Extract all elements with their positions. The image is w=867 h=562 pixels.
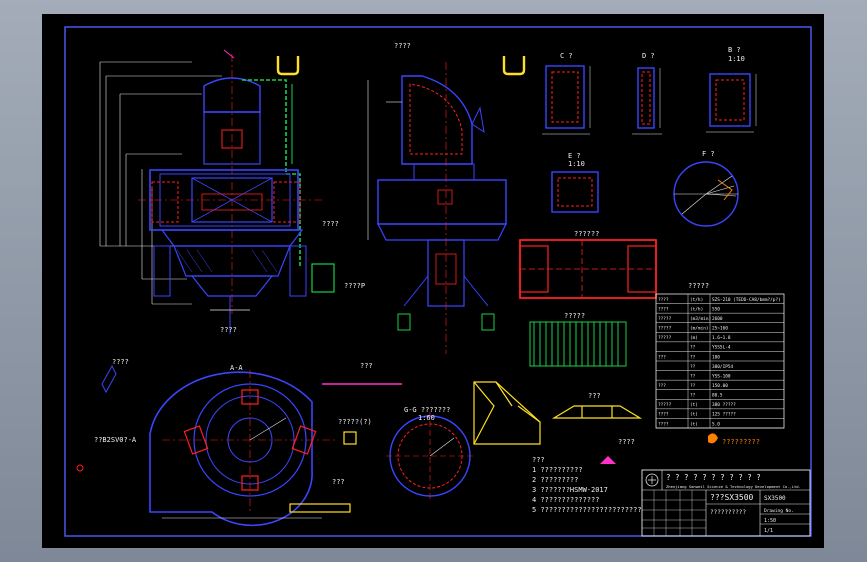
inner-border (64, 26, 812, 537)
spec-cell: (m3/min) (690, 316, 711, 322)
spec-cell: 150.00 (712, 383, 728, 389)
drawing-sheet[interactable]: ???? C ? D ? B ? 1:10 E ? 1:10 F ? ?????… (42, 14, 824, 548)
note-2: 2 ????????? (532, 476, 578, 484)
left-code: ??B2SV0?-A (94, 436, 137, 444)
company-logo-icon (645, 473, 659, 487)
plan-view-aa (149, 370, 338, 527)
note-1: 1 ?????????? (532, 466, 583, 474)
company-name: ? ? ? ? ? ? ? ? ? ? ? (666, 473, 761, 482)
spec-cell: ??? (658, 354, 666, 360)
section-gg-circle (386, 412, 474, 500)
drawing-sheet-number: 1/1 (764, 528, 773, 534)
spec-cell: ????? (658, 335, 672, 341)
section-b-label: B ? (728, 46, 741, 54)
section-gg-label: G-G ??????? (404, 406, 450, 414)
red-duct-detail (519, 239, 657, 299)
spec-cell: 380/IP54 (712, 364, 734, 370)
right-small-label: ???? (618, 438, 635, 446)
drawing-number: Drawing No. (764, 508, 794, 514)
spec-cell: (m/min) (690, 326, 709, 332)
scale-e-label: 1:10 (568, 160, 585, 168)
spec-cell: (t) (690, 402, 698, 408)
company-name-en: Zhenjiang Sanweil Science & Technology D… (666, 484, 801, 489)
spec-cell: ???? (658, 412, 669, 418)
notes-title: ??? (532, 456, 545, 464)
spec-cell: (t/h) (690, 306, 703, 312)
leg-label-3: ???? (220, 326, 237, 334)
yellow-elbow-detail (473, 381, 643, 445)
spec-cell: (t) (690, 421, 698, 427)
spec-cell: 25~160 (712, 326, 728, 332)
spec-cell: ??? (658, 383, 666, 389)
scale-gg-label: 1:60 (418, 414, 435, 422)
spec-cell: ?? (690, 373, 696, 379)
fan-label: ??? (360, 362, 373, 370)
leg-label-2: ???? (322, 220, 339, 228)
spec-cell: ?? (690, 354, 696, 360)
note-4: 4 ?????????????? (532, 496, 599, 504)
spec-cell: 1.6~1.8 (712, 335, 731, 341)
misc-small-items (76, 364, 616, 513)
leg-label-1: ????P (344, 282, 365, 290)
spec-cell: ????? (658, 402, 672, 408)
spec-cell: 2600 (712, 316, 723, 322)
spec-cell: YSS-100 (712, 373, 731, 379)
spec-cell: YSS5L-4 (712, 345, 731, 351)
section-d-label: D ? (642, 52, 655, 60)
spec-cell: (t) (690, 412, 698, 418)
mid-label-2: ????? (564, 312, 585, 320)
spec-cell: ???? (658, 297, 669, 303)
spec-cell: 5.0 (712, 421, 720, 427)
section-e-label: E ? (568, 152, 581, 160)
note-5: 5 ???????????????????????? (532, 506, 642, 514)
title-block (641, 469, 811, 537)
section-f-label: F ? (702, 150, 715, 158)
spec-cell: 550 (712, 306, 720, 312)
section-c-label: C ? (560, 52, 573, 60)
spec-cell: 380 ????? (712, 402, 736, 408)
small-sections-top-right (542, 65, 757, 227)
spec-cell: 80.5 (712, 393, 723, 399)
brand-logo-icon (708, 433, 718, 444)
left-label: ???? (112, 358, 129, 366)
spec-table-title: ????? (688, 282, 709, 290)
drawing-subtitle: ?????????? (710, 509, 747, 516)
model-code: SX3500 (764, 495, 786, 502)
lifting-hook-icon-2 (502, 56, 526, 76)
spec-table (655, 293, 785, 429)
mid-label-1: ?????? (574, 230, 599, 238)
spec-cell: ?? (690, 393, 696, 399)
spec-cell: ????? (658, 316, 672, 322)
spec-cell: ?? (690, 345, 696, 351)
drawing-name: ???SX3500 (710, 493, 754, 502)
pipe-label: ??? (588, 392, 601, 400)
bottom-mid-label: ??? (332, 478, 345, 486)
spec-cell: ?? (690, 364, 696, 370)
spec-cell: 125 ????? (712, 412, 736, 418)
note-3: 3 ???????HSMW-2017 (532, 486, 608, 494)
lifting-hook-icon (276, 56, 300, 76)
green-filter-grid (529, 321, 627, 367)
left-elevation-view (99, 49, 335, 334)
cad-drawing: ???? C ? D ? B ? 1:10 E ? 1:10 F ? ?????… (64, 26, 812, 537)
scale-b-label: 1:10 (728, 55, 745, 63)
drawing-scale: 1:50 (764, 518, 776, 524)
middle-elevation-view (367, 56, 526, 354)
spec-cell: ?? (690, 383, 696, 389)
section-aa-label: A-A (230, 364, 243, 372)
small-label: ?????(?) (338, 418, 372, 426)
spec-cell: (t/h) (690, 297, 703, 303)
spec-cell: ????? (658, 326, 672, 332)
spec-cell: ???? (658, 306, 669, 312)
spec-cell: 180 (712, 354, 720, 360)
spec-cell: ???? (658, 421, 669, 427)
brand-name: ????????? (722, 438, 760, 446)
top-label: ???? (394, 42, 411, 50)
spec-cell: (m) (690, 335, 698, 341)
spec-cell: SZS-210 (TEDD-CA8/bmm?/p?) (712, 297, 781, 303)
